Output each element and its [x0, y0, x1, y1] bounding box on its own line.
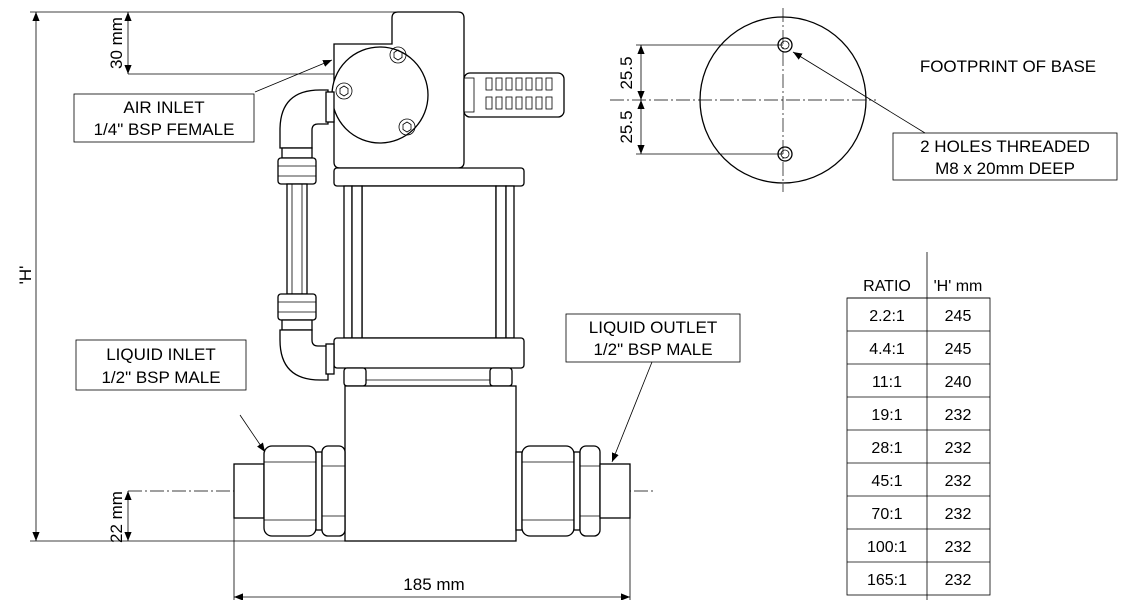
svg-text:2 HOLES THREADED: 2 HOLES THREADED [920, 137, 1090, 156]
table-cell: 19:1 [871, 407, 902, 424]
silencer [463, 72, 565, 118]
air-inlet-callout: AIR INLET 1/4" BSP FEMALE [73, 93, 255, 143]
flange-nut [489, 367, 513, 387]
liquid-inlet-fitting [233, 445, 346, 537]
table-header-ratio: RATIO [863, 278, 911, 295]
holes-callout: 2 HOLES THREADED M8 x 20mm DEEP [892, 132, 1118, 181]
dim-30mm: 30 mm [107, 17, 126, 69]
threaded-hole [777, 146, 793, 162]
table-cell: 232 [945, 473, 972, 490]
svg-text:M8 x 20mm DEEP: M8 x 20mm DEEP [935, 159, 1075, 178]
table-cell: 232 [945, 407, 972, 424]
ratio-table: RATIO 'H' mm 2.2:1 245 4.4:1 245 11:1 24… [846, 252, 991, 600]
dim-overall-height: 'H' [16, 266, 35, 285]
dim-hole-lower: 25.5 [617, 110, 636, 143]
svg-text:LIQUID OUTLET: LIQUID OUTLET [589, 318, 717, 337]
liquid-end-body [344, 385, 517, 542]
table-cell: 245 [945, 341, 972, 358]
liquid-inlet-callout: LIQUID INLET 1/2" BSP MALE [75, 339, 247, 391]
crossover-pipe [277, 89, 335, 381]
table-cell: 240 [945, 374, 972, 391]
flange-nut [343, 367, 367, 387]
table-cell: 28:1 [871, 440, 902, 457]
footprint-title: FOOTPRINT OF BASE [920, 57, 1096, 76]
dim-22mm: 22 mm [107, 491, 126, 543]
svg-text:1/2" BSP MALE: 1/2" BSP MALE [101, 368, 220, 387]
dimension-lines [30, 11, 631, 600]
liquid-outlet-callout: LIQUID OUTLET 1/2" BSP MALE [565, 313, 741, 363]
dim-185mm: 185 mm [403, 575, 464, 594]
table-cell: 232 [945, 506, 972, 523]
table-cell: 45:1 [871, 473, 902, 490]
table-cell: 2.2:1 [869, 308, 905, 325]
table-cell: 4.4:1 [869, 341, 905, 358]
table-cell: 232 [945, 539, 972, 556]
svg-text:AIR INLET: AIR INLET [123, 98, 204, 117]
svg-text:1/4" BSP FEMALE: 1/4" BSP FEMALE [94, 120, 235, 139]
table-cell: 165:1 [867, 572, 907, 589]
svg-text:LIQUID INLET: LIQUID INLET [106, 345, 216, 364]
cap-bolt [398, 118, 416, 136]
table-cell: 11:1 [872, 374, 902, 391]
table-header-h: 'H' mm [934, 278, 983, 295]
dim-hole-upper: 25.5 [617, 56, 636, 89]
cap-bolt [389, 46, 407, 64]
threaded-hole [777, 37, 793, 53]
air-cylinder [361, 185, 497, 339]
leader-arrows [239, 51, 926, 463]
svg-text:1/2" BSP MALE: 1/2" BSP MALE [593, 340, 712, 359]
base-footprint [610, 8, 876, 192]
silencer-slots [485, 77, 553, 110]
table-cell: 232 [945, 572, 972, 589]
lower-flange [333, 337, 525, 369]
upper-flange [333, 167, 525, 187]
valve-cap [331, 46, 429, 144]
table-cell: 232 [945, 440, 972, 457]
table-cell: 70:1 [871, 506, 902, 523]
cap-bolt [335, 82, 353, 100]
table-cell: 245 [945, 308, 972, 325]
table-cell: 100:1 [867, 539, 907, 556]
pump-assembly [233, 11, 631, 542]
liquid-outlet-fitting [515, 445, 631, 537]
